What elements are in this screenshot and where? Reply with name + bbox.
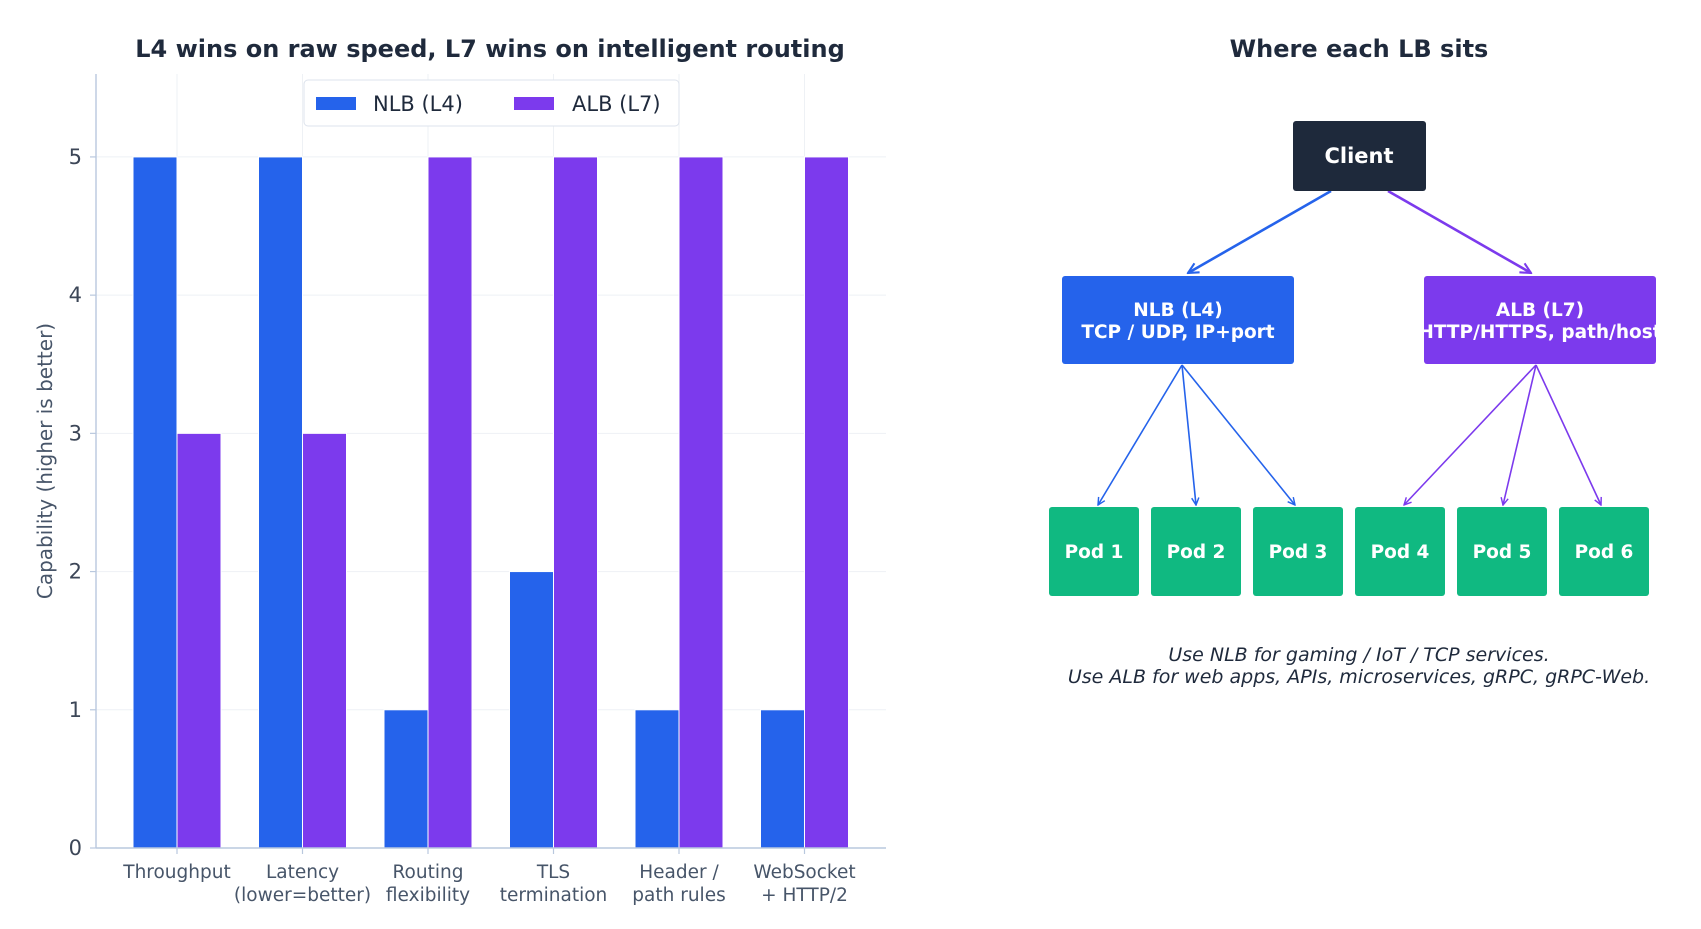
arrow-nlb-to-pod3 bbox=[1181, 364, 1295, 505]
pod-node-5: Pod 5 bbox=[1457, 507, 1547, 596]
pod-box bbox=[1559, 507, 1649, 596]
y-tick-label: 4 bbox=[69, 283, 82, 307]
y-tick-label: 0 bbox=[69, 836, 82, 860]
pod-label: Pod 1 bbox=[1065, 542, 1124, 563]
y-axis-label: Capability (higher is better) bbox=[33, 323, 57, 599]
alb-label-line2: HTTP/HTTPS, path/host bbox=[1418, 322, 1661, 343]
x-tick-label: WebSocket+ HTTP/2 bbox=[753, 862, 855, 906]
legend-label-nlb: NLB (L4) bbox=[373, 92, 463, 116]
y-tick-label: 5 bbox=[69, 145, 82, 169]
chart-title: L4 wins on raw speed, L7 wins on intelli… bbox=[135, 35, 845, 63]
pod-box bbox=[1049, 507, 1139, 596]
pod-node-1: Pod 1 bbox=[1049, 507, 1139, 596]
nlb-box bbox=[1062, 276, 1294, 364]
capability-bar-chart: L4 wins on raw speed, L7 wins on intelli… bbox=[33, 35, 886, 906]
y-tick-label: 1 bbox=[69, 698, 82, 722]
arrow-alb-to-pod5 bbox=[1503, 364, 1537, 505]
pod-node-6: Pod 6 bbox=[1559, 507, 1649, 596]
chart-bars bbox=[132, 156, 849, 849]
pod-node-3: Pod 3 bbox=[1253, 507, 1343, 596]
diagram-title: Where each LB sits bbox=[1230, 35, 1489, 63]
x-tick-label: Latency(lower=better) bbox=[234, 862, 371, 906]
arrow-alb-to-pod6 bbox=[1535, 364, 1601, 505]
pod-label: Pod 4 bbox=[1371, 542, 1430, 563]
bar-nlb bbox=[132, 156, 178, 849]
legend-label-alb: ALB (L7) bbox=[572, 92, 661, 116]
arrow-alb-to-pod4 bbox=[1404, 364, 1537, 505]
chart-legend: NLB (L4) ALB (L7) bbox=[303, 79, 680, 127]
alb-box bbox=[1424, 276, 1656, 364]
y-tick-label: 2 bbox=[69, 560, 82, 584]
client-node: Client bbox=[1293, 121, 1426, 191]
pod-label: Pod 5 bbox=[1473, 542, 1532, 563]
arrow-nlb-to-pod1 bbox=[1098, 364, 1183, 505]
bar-nlb bbox=[509, 571, 554, 849]
client-label: Client bbox=[1324, 144, 1393, 168]
pod-node-2: Pod 2 bbox=[1151, 507, 1241, 596]
nlb-label-line1: NLB (L4) bbox=[1133, 300, 1222, 321]
pod-box bbox=[1457, 507, 1547, 596]
bar-alb bbox=[427, 156, 473, 849]
alb-label-line1: ALB (L7) bbox=[1496, 300, 1584, 321]
usage-note-line1: Use NLB for gaming / IoT / TCP services. bbox=[1168, 644, 1549, 666]
bar-nlb bbox=[634, 709, 680, 849]
legend-frame bbox=[303, 79, 680, 127]
arrow-client-to-nlb bbox=[1188, 189, 1332, 273]
pod-label: Pod 3 bbox=[1269, 542, 1328, 563]
usage-note-line2: Use ALB for web apps, APIs, microservice… bbox=[1068, 666, 1650, 688]
bar-alb bbox=[804, 156, 849, 849]
lb-placement-diagram: Where each LB sits Client NLB (L4) TCP /… bbox=[1049, 35, 1661, 688]
x-tick-label: Throughput bbox=[122, 862, 230, 883]
nlb-node: NLB (L4) TCP / UDP, IP+port bbox=[1062, 276, 1294, 364]
pod-label: Pod 2 bbox=[1167, 542, 1226, 563]
bar-alb bbox=[176, 432, 222, 849]
pod-box bbox=[1355, 507, 1445, 596]
pod-label: Pod 6 bbox=[1575, 542, 1634, 563]
y-tick-label: 3 bbox=[69, 421, 82, 445]
nlb-label-line2: TCP / UDP, IP+port bbox=[1081, 322, 1274, 343]
pod-box bbox=[1253, 507, 1343, 596]
bar-alb bbox=[678, 156, 724, 849]
bar-alb bbox=[302, 432, 347, 849]
client-box bbox=[1293, 121, 1426, 191]
bar-alb bbox=[553, 156, 598, 849]
y-axis-ticks: 0 1 2 3 4 5 bbox=[69, 145, 96, 860]
bar-nlb bbox=[760, 709, 805, 849]
bar-nlb bbox=[383, 709, 429, 849]
legend-swatch-nlb bbox=[316, 97, 356, 110]
bar-nlb bbox=[258, 156, 303, 849]
legend-swatch-alb bbox=[514, 97, 554, 110]
arrow-nlb-to-pod2 bbox=[1181, 364, 1196, 505]
x-tick-label: Header /path rules bbox=[632, 862, 725, 906]
pod-box bbox=[1151, 507, 1241, 596]
arrow-client-to-alb bbox=[1387, 189, 1531, 273]
pod-node-4: Pod 4 bbox=[1355, 507, 1445, 596]
alb-node: ALB (L7) HTTP/HTTPS, path/host bbox=[1418, 276, 1661, 364]
